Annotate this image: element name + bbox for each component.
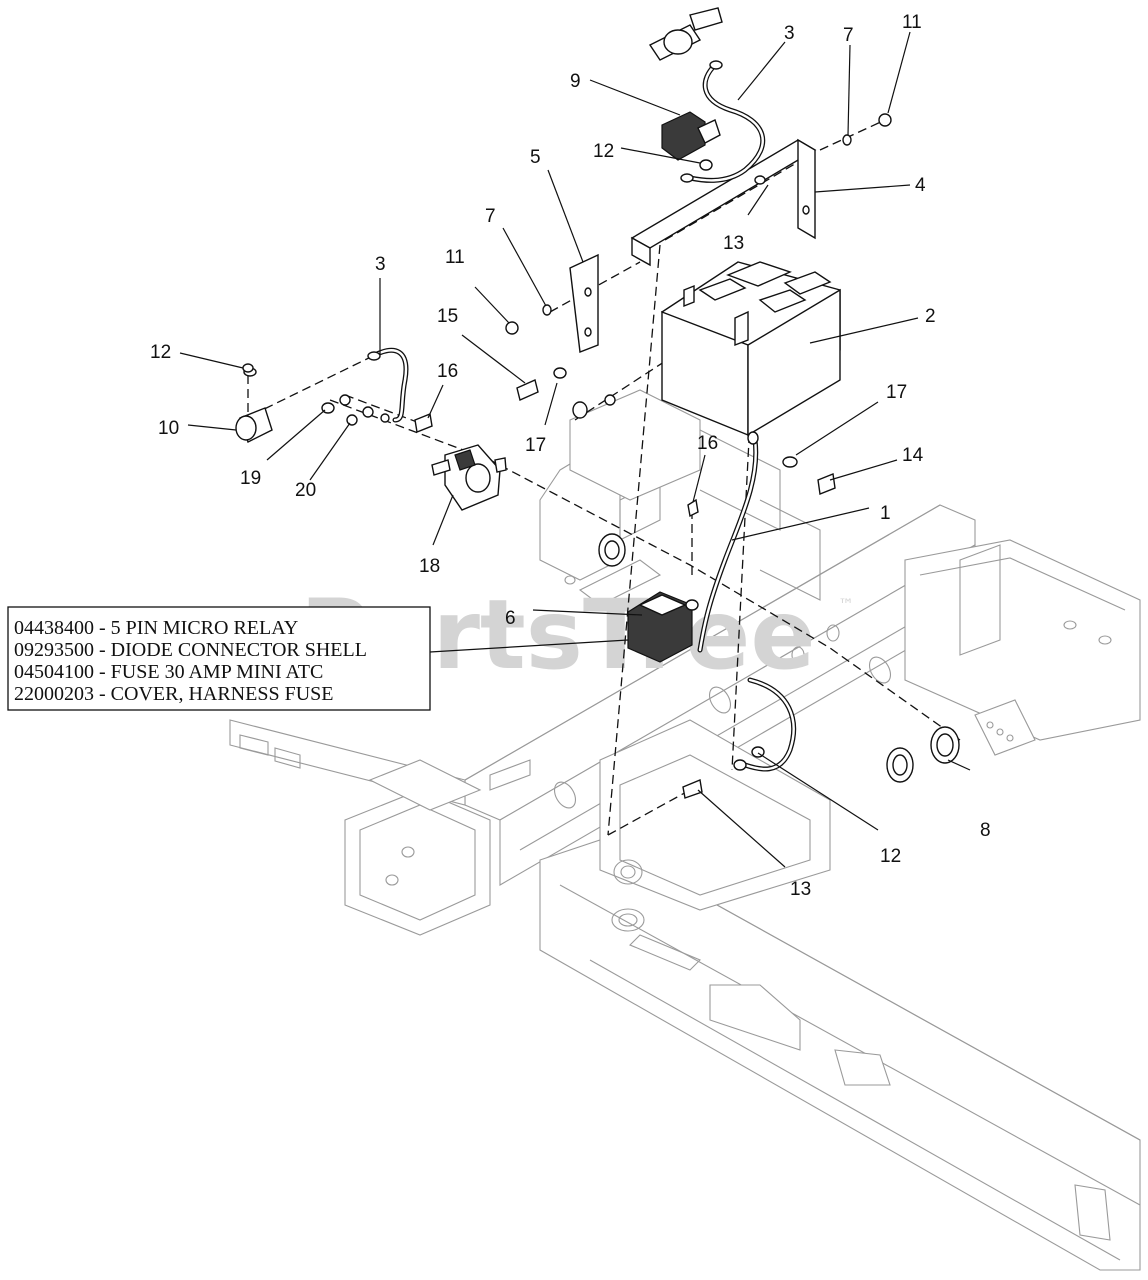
- callout-1: 1: [880, 503, 891, 524]
- hardware: [242, 113, 892, 799]
- callout-3-top: 3: [784, 23, 795, 44]
- terminal-boot: [661, 111, 721, 161]
- parts-note-box: 04438400 - 5 PIN MICRO RELAY 09293500 - …: [7, 606, 431, 711]
- battery-cable-left: [367, 347, 409, 423]
- callout-9: 9: [570, 71, 581, 92]
- starter-solenoid: [431, 444, 507, 511]
- callout-18: 18: [419, 556, 440, 577]
- terminal-cover-top: [648, 7, 723, 61]
- callout-3-left: 3: [375, 254, 386, 275]
- callout-6: 6: [505, 608, 516, 629]
- note-line-3: 04504100 - FUSE 30 AMP MINI ATC: [14, 661, 323, 683]
- callout-14: 14: [902, 445, 924, 466]
- harness-cable-lower: [733, 677, 797, 772]
- note-line-1: 04438400 - 5 PIN MICRO RELAY: [14, 617, 298, 639]
- note-line-2: 09293500 - DIODE CONNECTOR SHELL: [14, 639, 367, 661]
- battery-cable-top: [680, 60, 766, 183]
- callout-17-right: 17: [886, 382, 907, 403]
- callout-2: 2: [925, 306, 936, 327]
- ground-cable: [697, 431, 759, 653]
- callout-7-top: 7: [843, 25, 854, 46]
- callout-19: 19: [240, 468, 261, 489]
- battery: [660, 261, 841, 437]
- callout-17-left: 17: [525, 435, 546, 456]
- terminal-cap: [235, 367, 273, 443]
- grommets: [598, 533, 960, 783]
- note-line-4: 22000203 - COVER, HARNESS FUSE: [14, 683, 333, 705]
- bracket-strap: [569, 253, 599, 353]
- callout-5: 5: [530, 147, 541, 168]
- micro-relay: [627, 591, 699, 663]
- callout-20: 20: [295, 480, 316, 501]
- watermark-trademark: ™: [838, 595, 854, 614]
- callout-8: 8: [980, 820, 991, 841]
- callout-16-mid: 16: [697, 433, 718, 454]
- callout-16-left: 16: [437, 361, 458, 382]
- callout-12-bottom: 12: [880, 846, 901, 867]
- leader-lines: [179, 31, 971, 868]
- callout-15: 15: [437, 306, 458, 327]
- callout-13-top: 13: [723, 233, 744, 254]
- callout-11-top: 11: [902, 12, 922, 33]
- callout-7-mid: 7: [485, 206, 496, 227]
- callout-numbers: 1 2 3 3 4 5 6 7 7 8 9 10 11 11 12 12 12 …: [150, 12, 991, 900]
- mower-frame: [229, 389, 1141, 1271]
- callout-13-bottom: 13: [790, 879, 811, 900]
- callout-10: 10: [158, 418, 179, 439]
- callout-12-top: 12: [593, 141, 614, 162]
- callout-11-mid: 11: [445, 247, 465, 268]
- callout-12-left: 12: [150, 342, 171, 363]
- callout-4: 4: [915, 175, 926, 196]
